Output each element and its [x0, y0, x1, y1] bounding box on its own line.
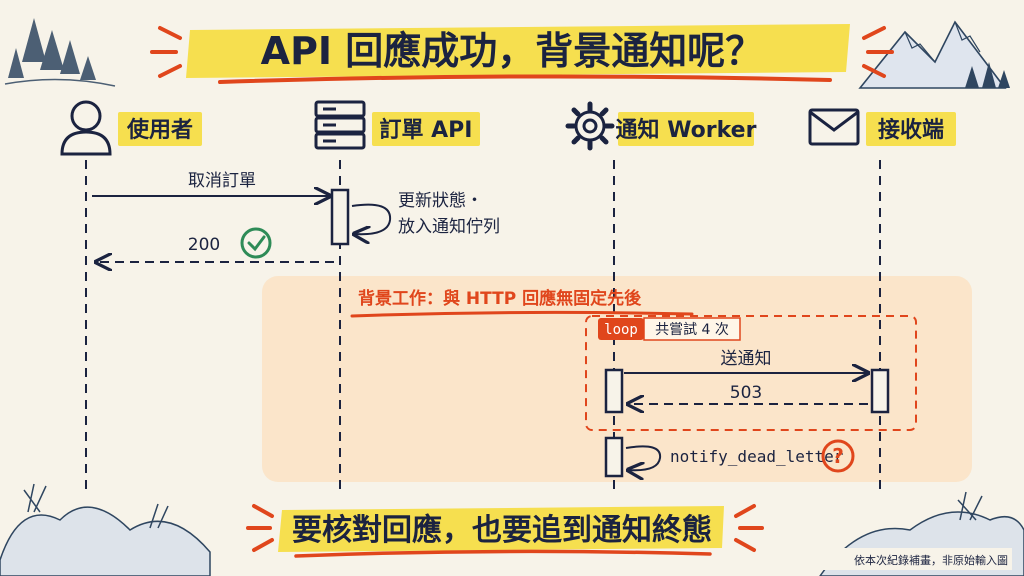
actor-label-worker: 通知 Worker	[616, 117, 757, 143]
title-spark-right-icon	[862, 26, 894, 78]
svg-text:?: ?	[832, 444, 844, 468]
footer-underline	[294, 549, 712, 558]
source-note: 依本次紀錄補畫，非原始輸入圖	[854, 553, 1008, 567]
actor-label-api: 訂單 API	[380, 117, 473, 143]
actor-label-receiver: 接收端	[878, 117, 944, 143]
message-send-label: 送通知	[721, 349, 772, 369]
actor-label-highlight	[118, 112, 202, 146]
mountain-decoration-icon	[858, 20, 1010, 89]
activation-worker-loop	[604, 368, 624, 414]
gear-icon	[565, 101, 615, 151]
self-update-label-line1: 更新狀態・	[398, 191, 483, 211]
message-cancel-label: 取消訂單	[188, 171, 256, 191]
source-note-box	[812, 548, 1012, 570]
activation-worker-dead-letter	[604, 436, 624, 478]
self-update-label-line2: 放入通知佇列	[398, 217, 500, 237]
question-icon: ?	[821, 439, 855, 473]
dead-letter-label: notify_dead_letter	[670, 447, 844, 466]
actor-label-user: 使用者	[126, 118, 193, 143]
title-spark-left-icon	[150, 26, 182, 78]
message-reply-label: 503	[730, 383, 762, 403]
actor-api: 訂單 API	[314, 100, 480, 150]
footer-text: 要核對回應，也要追到通知終態	[292, 513, 712, 548]
dead-letter-arrow	[626, 445, 662, 470]
server-icon	[314, 100, 366, 150]
loop-condition-box	[643, 317, 741, 341]
loop-frame	[585, 315, 917, 431]
tree-decoration-left-icon	[4, 18, 116, 87]
loop-tag-box	[598, 318, 644, 340]
loop-tag: loop	[604, 322, 638, 338]
title-highlight	[186, 24, 850, 78]
actor-receiver: 接收端	[808, 108, 956, 146]
title-underline	[218, 74, 832, 84]
actor-user: 使用者	[60, 100, 202, 156]
mail-icon	[808, 108, 860, 146]
loop-condition: 共嘗試 4 次	[655, 322, 729, 338]
footer-spark-right-icon	[734, 504, 764, 552]
bush-decoration-left-icon	[0, 483, 211, 576]
footer-spark-left-icon	[246, 504, 274, 552]
self-update-arrow	[352, 203, 392, 235]
background-work-label: 背景工作：與 HTTP 回應無固定先後	[358, 288, 642, 309]
activation-api	[330, 188, 350, 246]
actor-label-highlight	[618, 112, 754, 146]
response-200-label: 200	[188, 235, 220, 255]
user-icon	[60, 100, 112, 156]
activation-receiver	[870, 368, 890, 414]
background-label-underline	[350, 310, 694, 318]
page-title: API 回應成功，背景通知呢？	[261, 29, 764, 73]
footer-highlight	[278, 506, 724, 552]
actor-label-highlight	[866, 112, 956, 146]
actor-worker: 通知 Worker	[565, 101, 757, 151]
actor-label-highlight	[372, 112, 480, 146]
success-check-icon	[240, 227, 272, 259]
